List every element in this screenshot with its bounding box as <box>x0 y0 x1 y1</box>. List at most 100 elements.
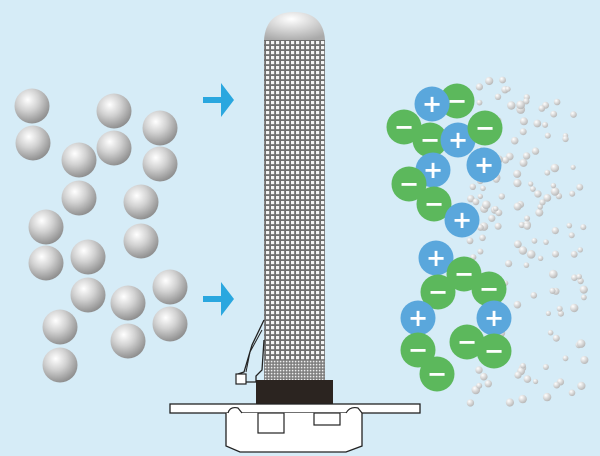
fine-particle <box>518 394 527 404</box>
dust-particle <box>96 130 132 166</box>
fine-particle <box>467 195 475 203</box>
ion-body <box>391 166 427 202</box>
fine-particle <box>479 234 486 242</box>
minus-sign: − <box>394 113 414 141</box>
fine-particle <box>556 305 563 312</box>
ion-body <box>476 300 512 336</box>
negative-ion: − <box>412 122 448 158</box>
fine-particle <box>542 392 552 402</box>
fine-particle <box>477 193 483 200</box>
fine-particle <box>543 194 552 202</box>
fine-particle <box>544 169 551 176</box>
fine-particle <box>530 292 538 299</box>
dust-particle <box>61 180 97 216</box>
fine-particle <box>576 339 586 348</box>
fine-particle <box>528 181 534 187</box>
fine-particle <box>519 158 528 167</box>
dust-particle <box>61 142 97 178</box>
fine-particle <box>520 362 526 369</box>
fine-particle <box>581 294 587 301</box>
mount-slot-left <box>257 412 285 434</box>
fine-particle <box>531 147 540 155</box>
fine-particle <box>513 300 522 309</box>
dust-particle <box>123 184 159 220</box>
fine-particle <box>550 182 557 189</box>
dark-base <box>256 380 333 406</box>
dust-particle <box>70 277 106 313</box>
dome <box>264 12 325 40</box>
fine-particle <box>569 190 576 197</box>
plus-sign: + <box>408 304 428 332</box>
fine-particle <box>533 119 542 128</box>
fine-particle <box>571 274 578 282</box>
dust-particle <box>96 93 132 129</box>
fine-particle <box>562 135 569 143</box>
fine-particle <box>579 285 588 294</box>
minus-sign: − <box>420 126 440 154</box>
ion-body <box>418 240 454 276</box>
minus-sign: − <box>479 275 499 303</box>
fine-particle <box>538 105 546 112</box>
positive-ion: + <box>466 147 502 183</box>
minus-sign: − <box>457 328 477 356</box>
dust-particle <box>14 88 50 124</box>
dust-particle <box>152 269 188 305</box>
minus-sign: − <box>408 336 428 364</box>
ion-body <box>467 110 503 146</box>
fine-particle <box>549 269 558 279</box>
dust-particle <box>28 209 64 245</box>
fine-particle <box>523 98 530 105</box>
fine-particle <box>577 247 583 253</box>
negative-ion: − <box>476 333 512 369</box>
fine-particle <box>475 366 483 374</box>
fine-particle <box>518 246 528 255</box>
mesh-column <box>264 40 325 360</box>
fine-particle <box>513 202 522 211</box>
fine-particle <box>475 83 483 91</box>
plus-sign: + <box>426 244 446 272</box>
positive-ion: + <box>440 122 476 158</box>
fine-particle <box>552 250 559 258</box>
ion-body <box>440 122 476 158</box>
plus-sign: + <box>474 151 494 179</box>
fine-particle <box>551 227 559 235</box>
fine-particle <box>568 389 576 397</box>
fine-particle <box>531 237 538 244</box>
fine-particle <box>544 132 551 139</box>
dust-particle <box>123 223 159 259</box>
minus-sign: − <box>484 337 504 365</box>
bracket-inner <box>245 329 263 373</box>
fine-particle <box>476 382 483 389</box>
fine-particle <box>466 237 474 245</box>
ion-body <box>412 122 448 158</box>
fine-particle <box>526 250 536 259</box>
fine-particle <box>570 303 579 313</box>
fine-particle <box>494 93 502 101</box>
fine-particle <box>542 121 549 128</box>
ion-body <box>386 109 422 145</box>
plus-sign: + <box>484 304 504 332</box>
fine-particle <box>466 399 475 407</box>
fine-particle <box>477 248 484 255</box>
plus-sign: + <box>452 206 472 234</box>
ion-cluster: −+−−+−++−−++−−−++−−−− <box>386 83 512 392</box>
fine-particle <box>477 224 484 231</box>
minus-sign: − <box>447 87 467 115</box>
fine-particle <box>562 355 569 362</box>
fine-particle <box>505 86 511 92</box>
mount-clip-right <box>345 406 363 414</box>
fine-particle <box>557 310 565 317</box>
fine-particle <box>542 364 549 370</box>
dust-particle <box>142 110 178 146</box>
fine-particle <box>505 260 513 268</box>
fine-particle <box>488 214 496 222</box>
fine-particle <box>568 232 575 239</box>
fine-particle <box>493 206 499 212</box>
ion-body <box>400 300 436 336</box>
fine-particle <box>507 101 516 110</box>
fine-particle <box>502 156 509 164</box>
minus-sign: − <box>399 170 419 198</box>
arrow-right-icon <box>203 282 234 316</box>
minus-sign: − <box>428 278 448 306</box>
